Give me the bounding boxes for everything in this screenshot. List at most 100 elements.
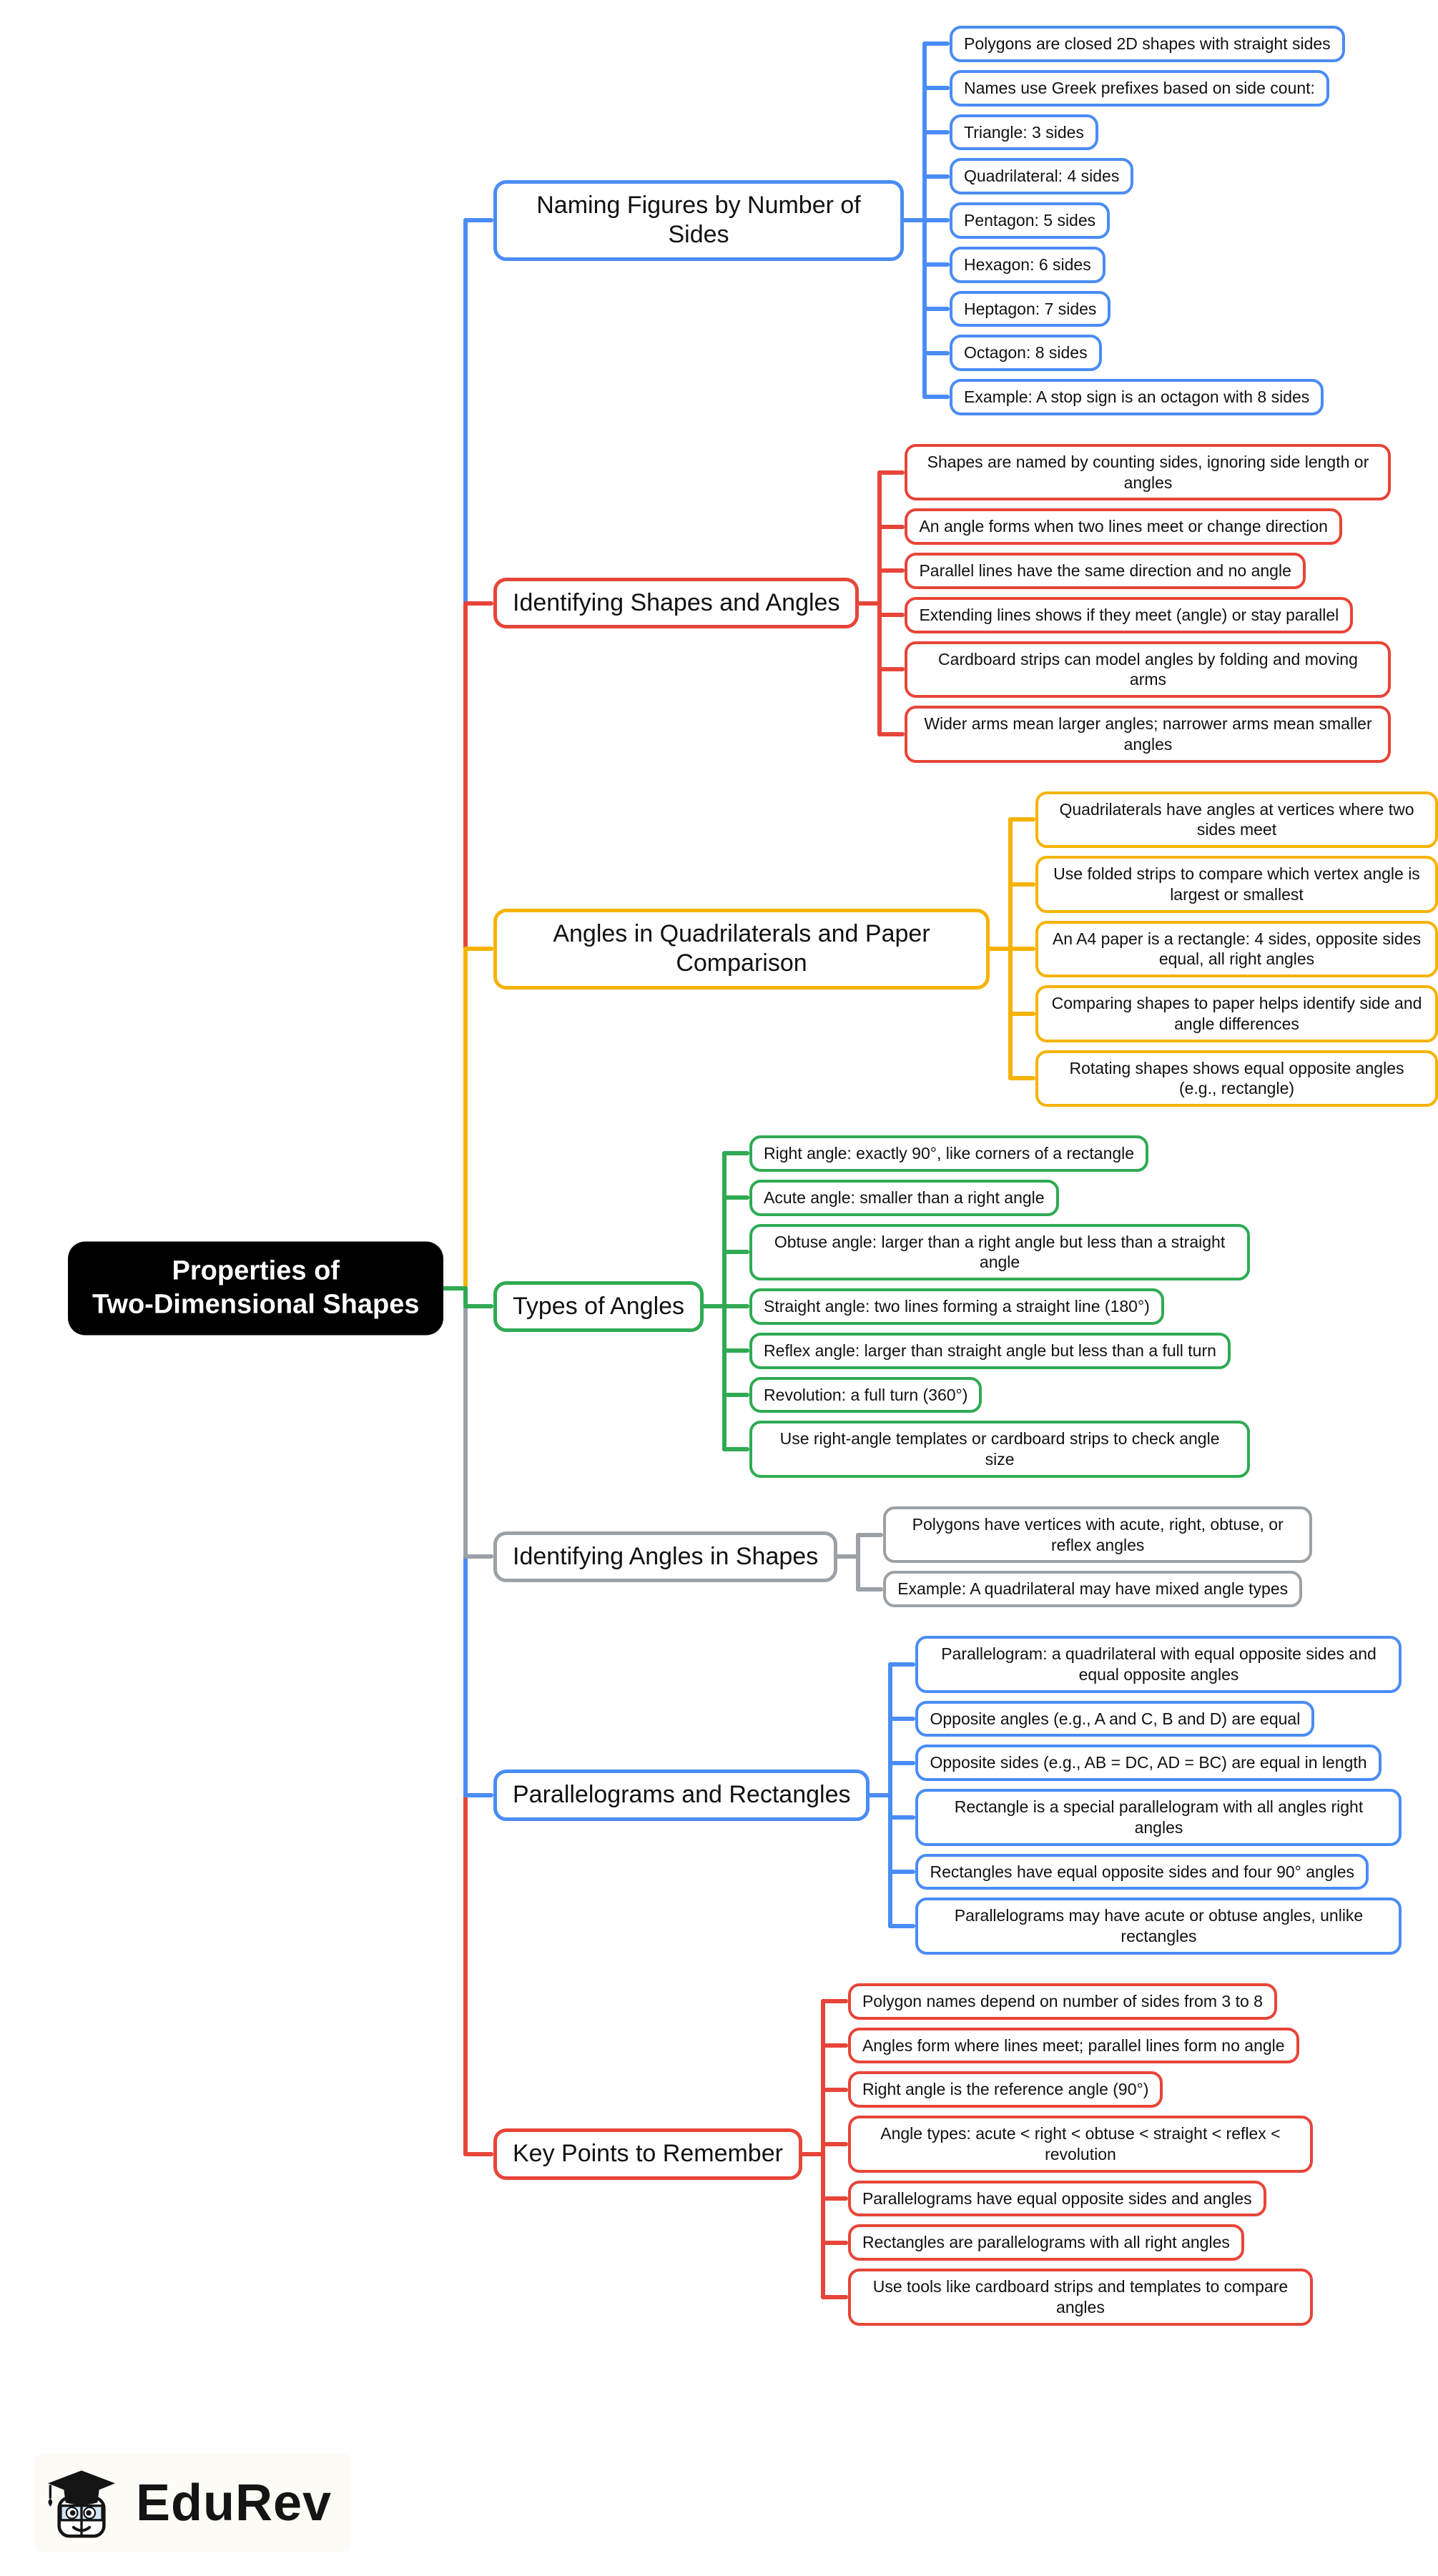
leaf-column: Quadrilaterals have angles at vertices w… (1035, 791, 1438, 1107)
connector-line (1008, 817, 1013, 1081)
leaf-node: Rotating shapes shows equal opposite ang… (1035, 1050, 1438, 1107)
leaf-node: Acute angle: smaller than a right angle (749, 1179, 1059, 1216)
leaf-node: Reflex angle: larger than straight angle… (749, 1332, 1231, 1369)
leaf-node: Angles form where lines meet; parallel l… (847, 2027, 1299, 2064)
connector-line (1008, 882, 1035, 887)
edurev-logo[interactable]: EduRev (34, 2454, 351, 2552)
connector-line (877, 667, 905, 672)
leaf-node: Polygon names depend on number of sides … (847, 1983, 1277, 2020)
connector-line (820, 1999, 848, 2004)
connector-line (888, 1869, 916, 1874)
connector-line (877, 470, 905, 475)
connector-line (1008, 817, 1035, 822)
branch-angles-quadrilaterals-paper: Angles in Quadrilaterals and Paper Compa… (493, 791, 1438, 1107)
connector-line (722, 1195, 750, 1200)
connector-line (901, 218, 927, 223)
connector-line (463, 218, 493, 223)
leaf-node: Pentagon: 5 sides (950, 202, 1110, 239)
leaf-node: Example: A quadrilateral may have mixed … (883, 1571, 1303, 1607)
connector-line (463, 947, 493, 952)
connector-line (888, 1924, 916, 1928)
connector-line (856, 1532, 884, 1537)
branch-title-node: Identifying Shapes and Angles (493, 577, 860, 629)
leaf-node: Quadrilaterals have angles at vertices w… (1035, 791, 1438, 848)
connector-line (820, 2141, 848, 2146)
connector-line (877, 613, 905, 618)
connector-line (820, 2240, 848, 2245)
leaf-node: Straight angle: two lines forming a stra… (749, 1288, 1164, 1325)
connector-line (877, 568, 905, 573)
connector-line (888, 1662, 916, 1667)
connector-line (888, 1760, 916, 1765)
branch-key-points: Key Points to Remember Polygon names dep… (493, 1983, 1438, 2326)
connector-line (722, 1304, 750, 1309)
connector-line (834, 1554, 861, 1559)
connector-line (877, 731, 905, 736)
connector-line (1008, 947, 1035, 952)
connector-line (463, 1285, 468, 1309)
connector-line (722, 1151, 727, 1451)
connector-line (867, 1792, 893, 1797)
leaf-node: Rectangle is a special parallelogram wit… (915, 1789, 1402, 1846)
connector-line (701, 1304, 727, 1309)
leaf-node: Example: A stop sign is an octagon with … (950, 379, 1324, 415)
leaf-node: Opposite angles (e.g., A and C, B and D)… (915, 1700, 1315, 1737)
leaf-node: Use right-angle templates or cardboard s… (749, 1421, 1251, 1478)
branches-column: Naming Figures by Number of Sides Polygo… (493, 26, 1438, 2326)
connector-line (463, 2152, 493, 2157)
connector-line (463, 1554, 493, 1559)
leaf-node: Hexagon: 6 sides (950, 246, 1105, 283)
connector-line (1008, 1011, 1035, 1016)
branch-title-node: Key Points to Remember (493, 2128, 802, 2180)
connector-line (1008, 1076, 1035, 1081)
connector-line (463, 1554, 468, 1797)
connector-line (922, 262, 950, 267)
leaf-node: Polygons have vertices with acute, right… (883, 1506, 1313, 1564)
connector-line (877, 470, 882, 736)
leaf-node: Parallelogram: a quadrilateral with equa… (915, 1636, 1402, 1693)
branch-identifying-angles-in-shapes: Identifying Angles in Shapes Polygons ha… (493, 1506, 1438, 1607)
branch-types-of-angles: Types of Angles Right angle: exactly 90°… (493, 1135, 1438, 1478)
leaf-column: Parallelogram: a quadrilateral with equa… (915, 1636, 1402, 1955)
connector-line (722, 1392, 750, 1397)
leaf-node: Parallelograms may have acute or obtuse … (915, 1898, 1402, 1955)
connector-line (922, 41, 950, 46)
leaf-node: Right angle is the reference angle (90°) (847, 2071, 1163, 2108)
leaf-node: Quadrilateral: 4 sides (950, 158, 1134, 194)
leaf-node: Heptagon: 7 sides (950, 290, 1111, 327)
branch-title-node: Angles in Quadrilaterals and Paper Compa… (493, 908, 990, 990)
leaf-node: Revolution: a full turn (360°) (749, 1376, 983, 1413)
leaf-node: Parallel lines have the same direction a… (905, 553, 1306, 589)
leaf-column: Polygon names depend on number of sides … (847, 1983, 1313, 2326)
connector-line (820, 2043, 848, 2048)
connector-line (856, 1532, 861, 1592)
connector-line (877, 524, 905, 529)
branch-parallelograms-rectangles: Parallelograms and Rectangles Parallelog… (493, 1636, 1438, 1955)
connector-line (463, 1304, 468, 1559)
connector-line (440, 1285, 468, 1291)
leaf-column: Polygons are closed 2D shapes with strai… (950, 26, 1345, 415)
branch-identifying-shapes-angles: Identifying Shapes and Angles Shapes are… (493, 443, 1438, 763)
leaf-node: An A4 paper is a rectangle: 4 sides, opp… (1035, 920, 1438, 977)
connector-line (820, 2087, 848, 2092)
branch-title-node: Types of Angles (493, 1280, 704, 1333)
leaf-column: Right angle: exactly 90°, like corners o… (749, 1135, 1251, 1478)
connector-line (987, 947, 1013, 952)
connector-line (888, 1815, 916, 1820)
branch-title-node: Naming Figures by Number of Sides (493, 179, 904, 261)
connector-line (922, 395, 950, 400)
connector-line (922, 306, 950, 311)
connector-line (922, 41, 927, 400)
leaf-node: Parallelograms have equal opposite sides… (847, 2180, 1266, 2217)
connector-line (722, 1250, 750, 1255)
connector-line (463, 1792, 468, 2157)
leaf-node: Comparing shapes to paper helps identify… (1035, 985, 1438, 1042)
connector-line (722, 1151, 750, 1156)
connector-line (888, 1662, 893, 1928)
edurev-mascot-icon (41, 2461, 122, 2545)
branch-title-node: Identifying Angles in Shapes (493, 1531, 838, 1583)
connector-line (922, 350, 950, 355)
connector-line (463, 1304, 493, 1309)
leaf-node: Octagon: 8 sides (950, 335, 1102, 371)
